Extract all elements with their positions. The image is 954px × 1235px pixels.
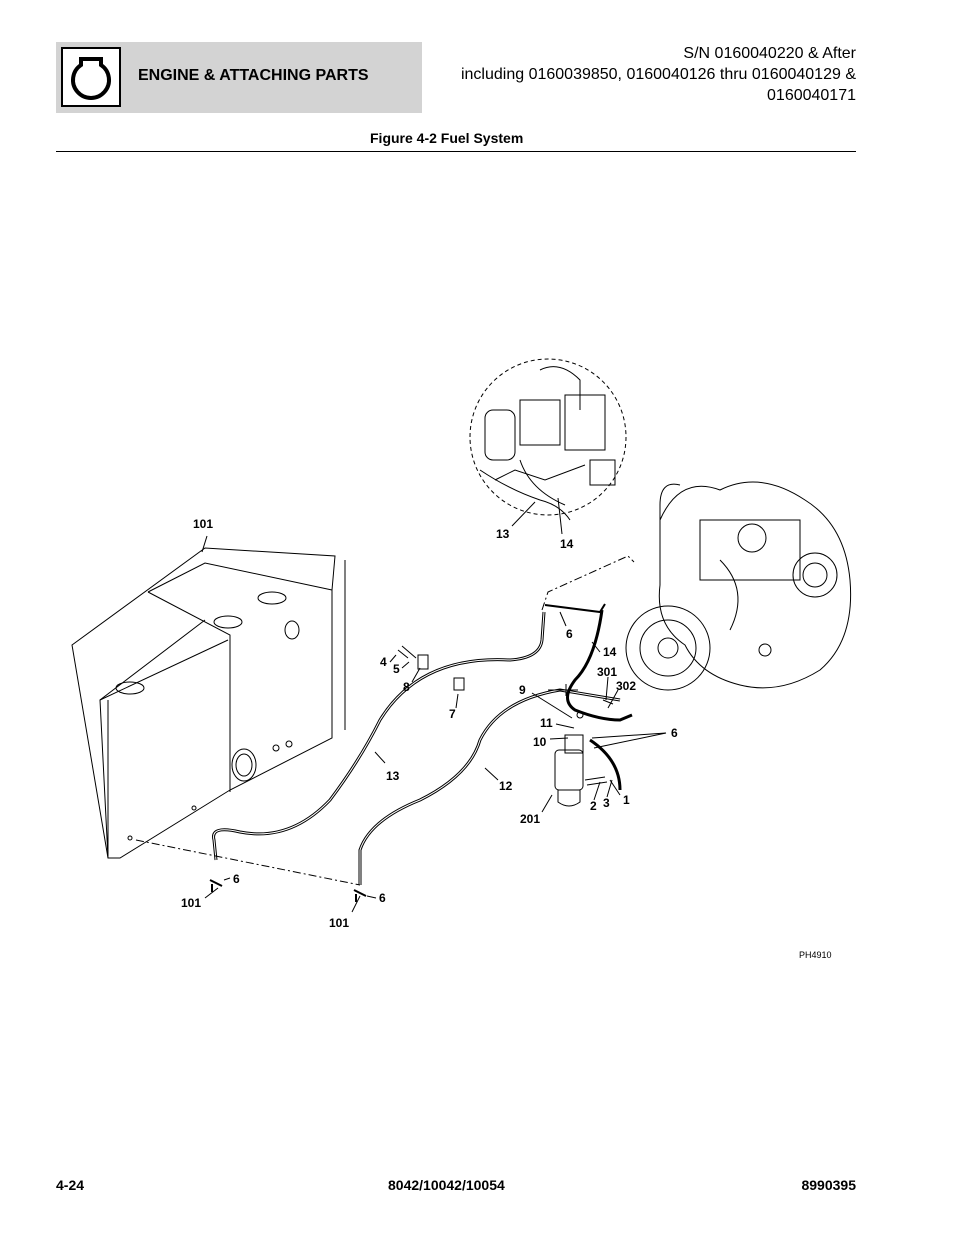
centerline-lower: [135, 839, 361, 886]
illustration-code: PH4910: [799, 950, 832, 960]
fuel-line-12: [358, 688, 621, 885]
centerline-upper: [541, 555, 635, 611]
serial-line: S/N 0160040220 & After: [683, 45, 856, 62]
model-numbers: 8042/10042/10054: [388, 1177, 505, 1193]
callout-13: 13: [386, 769, 400, 783]
callout-12: 12: [499, 779, 513, 793]
inset-detail-circle: [469, 358, 627, 516]
callout-4: 4: [380, 655, 387, 669]
callout-11: 11: [540, 716, 553, 730]
callout-5: 5: [393, 662, 400, 676]
engine-section-icon: [61, 47, 121, 107]
fuel-line-return: [589, 738, 622, 791]
callout-13: 13: [496, 527, 510, 541]
callout-2: 2: [590, 799, 597, 813]
callout-101: 101: [329, 916, 349, 930]
callout-9: 9: [519, 683, 526, 697]
callout-301: 301: [597, 665, 617, 679]
mounting-hardware: [397, 645, 614, 705]
section-header-block: ENGINE & ATTACHING PARTS: [56, 42, 422, 113]
callout-1: 1: [623, 793, 630, 807]
callout-101: 101: [193, 517, 213, 531]
callout-6: 6: [379, 891, 386, 905]
callout-7: 7: [449, 707, 456, 721]
figure-title: Figure 4-2 Fuel System: [370, 130, 524, 146]
callout-8: 8: [403, 680, 410, 694]
engine-assembly: [625, 481, 852, 691]
serial-line: including 0160039850, 0160040126 thru 01…: [460, 66, 856, 83]
callout-14: 14: [603, 645, 617, 659]
inset-engine-detail: [479, 366, 616, 521]
callout-201: 201: [520, 812, 540, 826]
manual-number: 8990395: [801, 1177, 856, 1193]
section-title: ENGINE & ATTACHING PARTS: [138, 67, 369, 84]
callout-10: 10: [533, 735, 547, 749]
fuel-filter: [554, 711, 608, 807]
serial-line: 0160040171: [767, 87, 856, 104]
callout-101: 101: [181, 896, 201, 910]
callout-6: 6: [671, 726, 678, 740]
callout-3: 3: [603, 796, 610, 810]
fuel-line-13-inner: [213, 611, 545, 861]
callout-6: 6: [566, 627, 573, 641]
serial-number-range: S/N 0160040220 & After including 0160039…: [461, 43, 856, 106]
callout-6: 6: [233, 872, 240, 886]
page-number: 4-24: [56, 1177, 85, 1193]
fuel-line-12-inner: [359, 689, 621, 885]
header-rule: [56, 151, 856, 152]
fuel-tank: [71, 547, 346, 859]
fuel-line-14: [566, 609, 633, 722]
callout-14: 14: [560, 537, 574, 551]
callout-302: 302: [616, 679, 636, 693]
